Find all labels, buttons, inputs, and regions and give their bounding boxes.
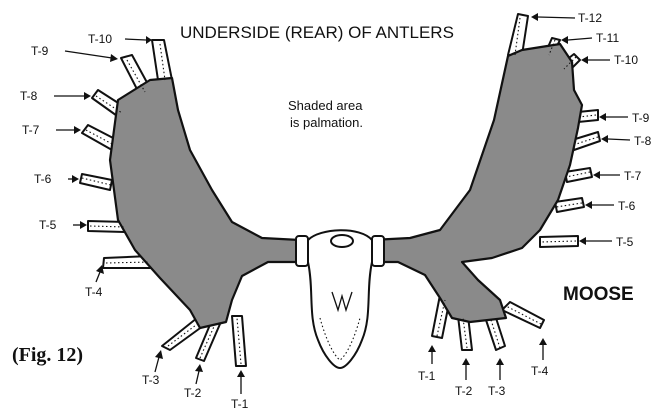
right-label-t2: T-2 — [455, 384, 473, 398]
left-tine-t6 — [80, 174, 112, 190]
species-label: MOOSE — [563, 284, 634, 305]
left-tine-t1 — [232, 316, 246, 366]
right-label-t7: T-7 — [624, 169, 642, 183]
skull-opening — [331, 235, 353, 247]
left-label-t4: T-4 — [85, 285, 103, 299]
right-tine-t3 — [486, 318, 505, 350]
skull-outline — [308, 230, 372, 368]
right-label-t5: T-5 — [616, 235, 634, 249]
left-label-t9: T-9 — [31, 44, 49, 58]
right-label-t1: T-1 — [418, 369, 436, 383]
left-label-t1: T-1 — [231, 397, 249, 411]
moose-skull — [296, 230, 384, 368]
left-label-t8: T-8 — [20, 89, 38, 103]
left-label-t3: T-3 — [142, 373, 160, 387]
palmation-note-line1: Shaded area — [288, 98, 363, 113]
left-burr — [296, 236, 308, 266]
right-label-t3: T-3 — [488, 384, 506, 398]
right-palmation — [372, 44, 582, 322]
right-label-t4: T-4 — [531, 364, 549, 378]
right-label-t8: T-8 — [634, 134, 652, 148]
right-label-t12: T-12 — [578, 11, 602, 25]
diagram-title: UNDERSIDE (REAR) OF ANTLERS — [180, 23, 454, 42]
right-label-t10: T-10 — [614, 53, 638, 67]
figure-label: (Fig. 12) — [12, 344, 83, 366]
left-palmation — [110, 78, 300, 328]
left-label-t10: T-10 — [88, 32, 112, 46]
left-antler — [80, 40, 300, 366]
left-label-t6: T-6 — [34, 172, 52, 186]
right-label-t9: T-9 — [632, 111, 650, 125]
palmation-note-line2: is palmation. — [290, 115, 363, 130]
right-burr — [372, 236, 384, 266]
right-label-t6: T-6 — [618, 199, 636, 213]
left-label-t5: T-5 — [39, 218, 57, 232]
right-label-t11: T-11 — [596, 31, 619, 45]
left-label-t2: T-2 — [184, 386, 202, 400]
left-label-t7: T-7 — [22, 123, 40, 137]
